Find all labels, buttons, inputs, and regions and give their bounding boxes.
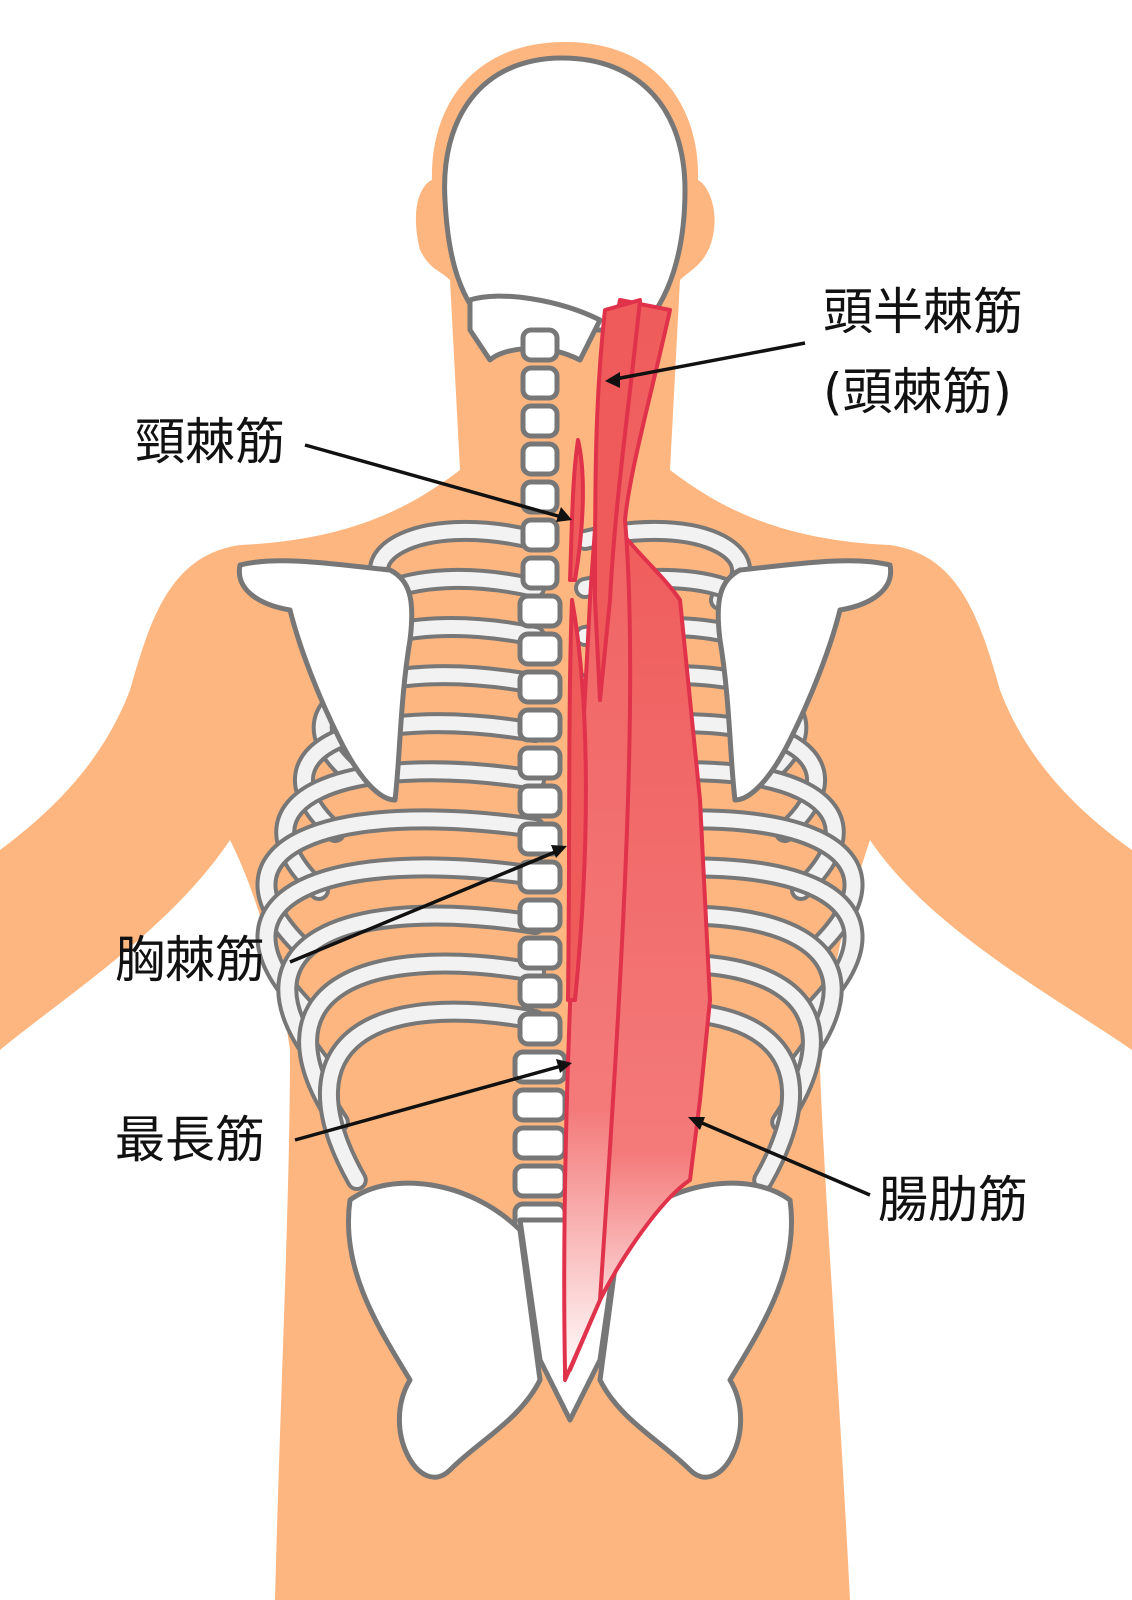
vertebra: [520, 517, 560, 553]
body-silhouette: [0, 42, 1132, 1600]
vertebra: [517, 897, 563, 933]
vertebra: [512, 1125, 568, 1161]
vertebra: [520, 327, 560, 363]
vertebra: [517, 973, 563, 1009]
spinalis-cervicis-muscle: [568, 438, 585, 582]
vertebra: [520, 365, 560, 401]
vertebra: [517, 631, 563, 667]
muscles: [562, 298, 712, 1382]
vertebra: [520, 555, 560, 591]
spine: [512, 327, 568, 1237]
right-ilium: [597, 1180, 794, 1480]
vertebra: [512, 1163, 568, 1199]
vertebra: [512, 1087, 568, 1123]
vertebra: [520, 403, 560, 439]
vertebra: [517, 593, 563, 629]
vertebra: [517, 821, 563, 857]
label-spinalis-capitis: (頭棘筋): [823, 363, 1013, 421]
label-semispinalis-capitis: 頭半棘筋: [823, 283, 1023, 341]
vertebra: [517, 1011, 563, 1047]
rib: [280, 908, 542, 1071]
rib: [301, 956, 542, 1129]
vertebra: [517, 745, 563, 781]
left-ilium: [346, 1180, 543, 1480]
semispinalis-capitis-muscle: [593, 298, 642, 702]
vertebra: [517, 707, 563, 743]
vertebra: [517, 669, 563, 705]
vertebra: [517, 859, 563, 895]
leader-lines: [289, 341, 871, 1197]
spinalis-thoracis-muscle: [566, 598, 588, 1002]
vertebra: [517, 783, 563, 819]
label-spinalis-cervicis: 頸棘筋: [135, 413, 285, 471]
vertebra: [520, 441, 560, 477]
label-iliocostalis: 腸肋筋: [878, 1171, 1028, 1229]
label-longissimus: 最長筋: [115, 1111, 265, 1169]
left-scapula: [236, 558, 415, 803]
right-scapula: [715, 558, 894, 803]
label-spinalis-thoracis: 胸棘筋: [115, 931, 265, 989]
vertebra: [517, 935, 563, 971]
head: [442, 55, 688, 333]
rib: [259, 860, 542, 1013]
